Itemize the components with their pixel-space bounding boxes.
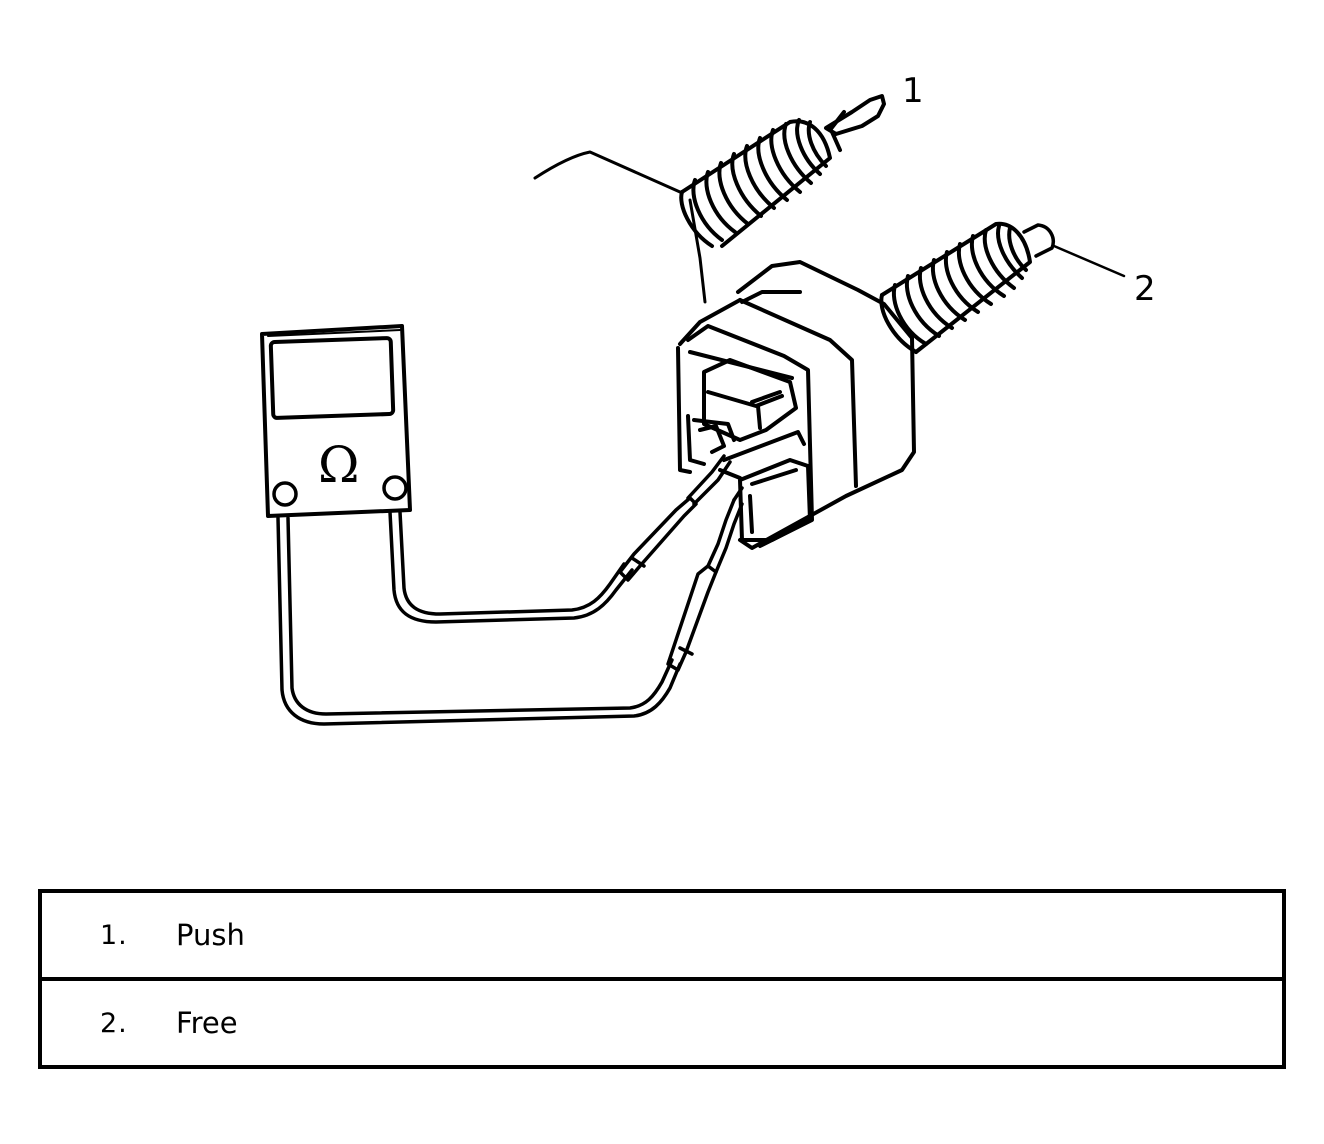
lower-spring <box>879 221 1032 354</box>
legend-text: Free <box>176 1006 238 1040</box>
ohmmeter: Ω <box>260 324 412 518</box>
legend-row: 1. Push <box>42 893 1282 981</box>
switch-test-diagram: 1 2 <box>260 71 1156 726</box>
pedal-bracket <box>533 150 707 304</box>
push-arrow-icon <box>824 94 886 152</box>
callout-2: 2 <box>1134 269 1156 309</box>
switch-housing <box>676 260 916 550</box>
meter-terminal-right <box>382 475 408 501</box>
meter-terminal-left <box>272 481 298 507</box>
legend-number: 2. <box>100 1007 128 1039</box>
plunger <box>1022 223 1055 258</box>
test-lead-left <box>276 486 744 726</box>
pushed-switch: 1 <box>679 71 924 248</box>
callout-1: 1 <box>902 71 924 111</box>
ohm-symbol: Ω <box>318 436 359 494</box>
meter-display <box>268 336 396 420</box>
callout-2-leader <box>1052 244 1126 278</box>
legend-number: 1. <box>100 919 128 951</box>
legend-row: 2. Free <box>42 981 1282 1065</box>
test-lead-right <box>388 454 732 624</box>
legend-table: 1. Push 2. Free <box>38 889 1286 1069</box>
free-switch: 2 <box>879 221 1156 354</box>
legend-text: Push <box>176 918 245 952</box>
upper-spring <box>679 118 832 248</box>
